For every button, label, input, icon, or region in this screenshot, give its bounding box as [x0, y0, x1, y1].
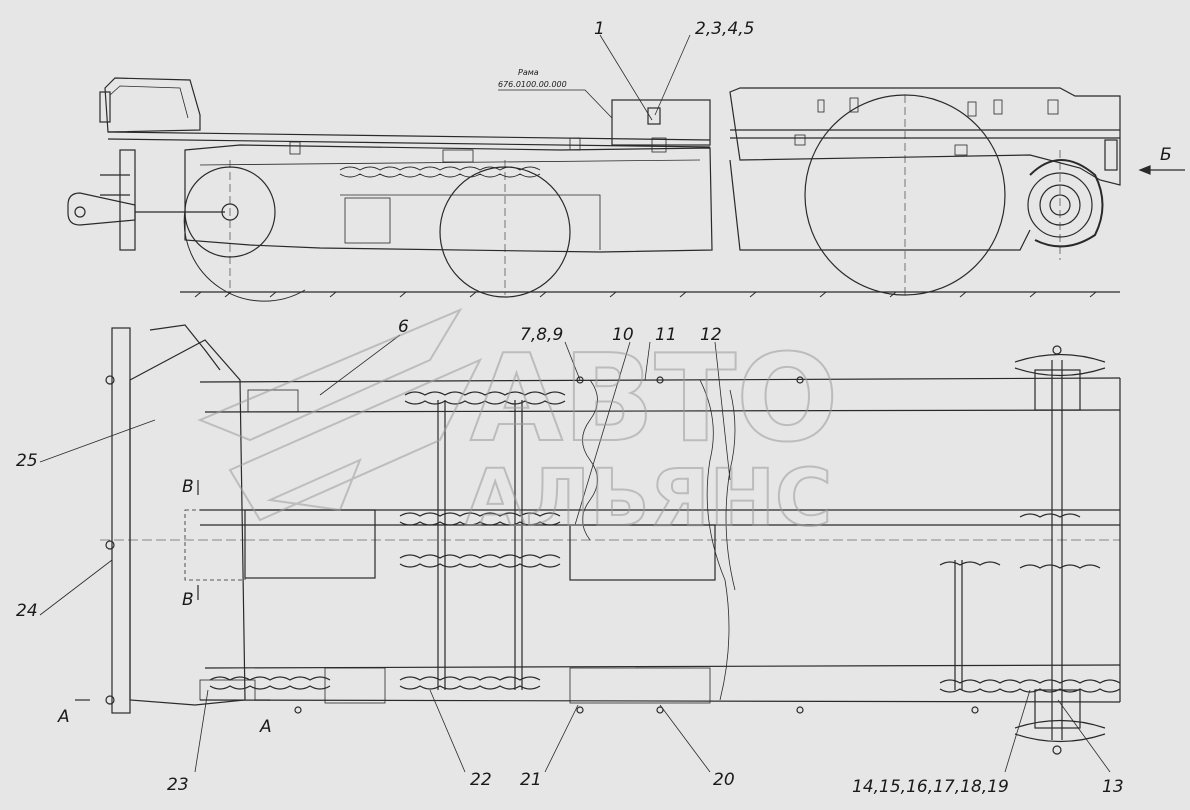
callout-7-9: 7,8,9	[520, 325, 563, 345]
callout-21: 21	[520, 770, 542, 790]
callout-23: 23	[167, 775, 189, 795]
plan-view	[39, 34, 1121, 773]
callout-10: 10	[612, 325, 634, 345]
frame-label-name: Рама	[518, 68, 539, 77]
leader-lines	[39, 34, 1111, 773]
callout-25: 25	[16, 451, 38, 471]
drive-sprocket	[1027, 159, 1104, 248]
callout-6: 6	[398, 317, 409, 337]
callout-2-5: 2,3,4,5	[695, 19, 754, 39]
section-mark-b-bottom: B	[182, 590, 194, 610]
watermark-line2: АЛЬЯНС	[465, 454, 832, 544]
section-mark-a-left: A	[57, 707, 70, 727]
ground-hatching	[194, 291, 1097, 298]
section-mark-a-right: A	[259, 717, 272, 737]
callout-1: 1	[594, 19, 605, 39]
callout-11: 11	[655, 325, 677, 345]
chain-runs	[209, 391, 1121, 693]
callout-24: 24	[16, 601, 38, 621]
view-mark-b: Б	[1160, 145, 1172, 165]
watermark: АВТО АЛЬЯНС	[197, 307, 839, 545]
section-mark-b-top: B	[182, 477, 194, 497]
callout-20: 20	[713, 770, 735, 790]
callout-12: 12	[700, 325, 722, 345]
callout-13: 13	[1102, 777, 1124, 797]
right-drive-assembly	[1014, 345, 1106, 755]
callout-14-19: 14,15,16,17,18,19	[852, 777, 1009, 797]
watermark-line1: АВТО	[470, 330, 838, 469]
side-view	[67, 77, 1185, 302]
frame-label-code: 676.0100.00.000	[498, 80, 567, 89]
callout-22: 22	[470, 770, 492, 790]
